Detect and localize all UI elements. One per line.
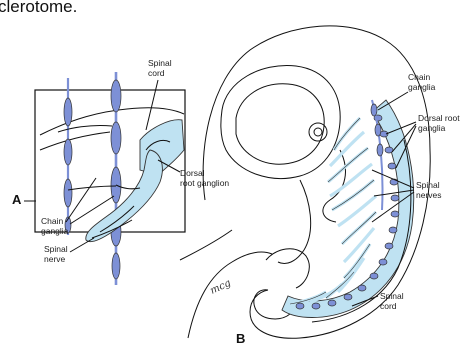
label-b-dorsal-root-ganglia-line2: ganglia [418,123,446,133]
label-spinal-cord: Spinal [148,58,172,68]
label-chain-ganglia-line2: ganglia [41,226,69,236]
label-spinal-nerve-line2: nerve [44,254,66,264]
label-b-chain-ganglia: Chain [408,72,430,82]
brain-region [221,65,340,178]
eye [309,123,327,141]
label-dorsal-root-ganglion-line2: root ganglion [180,178,229,188]
panel-b-letter: B [236,331,245,343]
label-b-spinal-cord: Spinal [380,291,404,301]
chain-ganglia-right [111,72,121,285]
lower-contour [188,252,272,338]
label-spinal-cord-line2: cord [148,68,165,78]
label-chain-ganglia: Chain [41,216,63,226]
artist-signature: mcg [209,278,233,297]
label-b-dorsal-root-ganglia: Dorsal root [418,113,460,123]
label-b-chain-ganglia-line2: ganglia [408,82,436,92]
label-spinal-nerve: Spinal [44,244,68,254]
label-dorsal-root-ganglion: Dorsal [180,168,205,178]
label-b-spinal-nerves: Spinal [416,180,440,190]
panel-a-letter: A [12,192,22,207]
caption-fragment: clerotome. [0,0,77,16]
spinal-nerves [290,118,376,304]
label-b-spinal-cord-line2: cord [380,301,397,311]
label-b-spinal-nerves-line2: nerves [416,190,442,200]
